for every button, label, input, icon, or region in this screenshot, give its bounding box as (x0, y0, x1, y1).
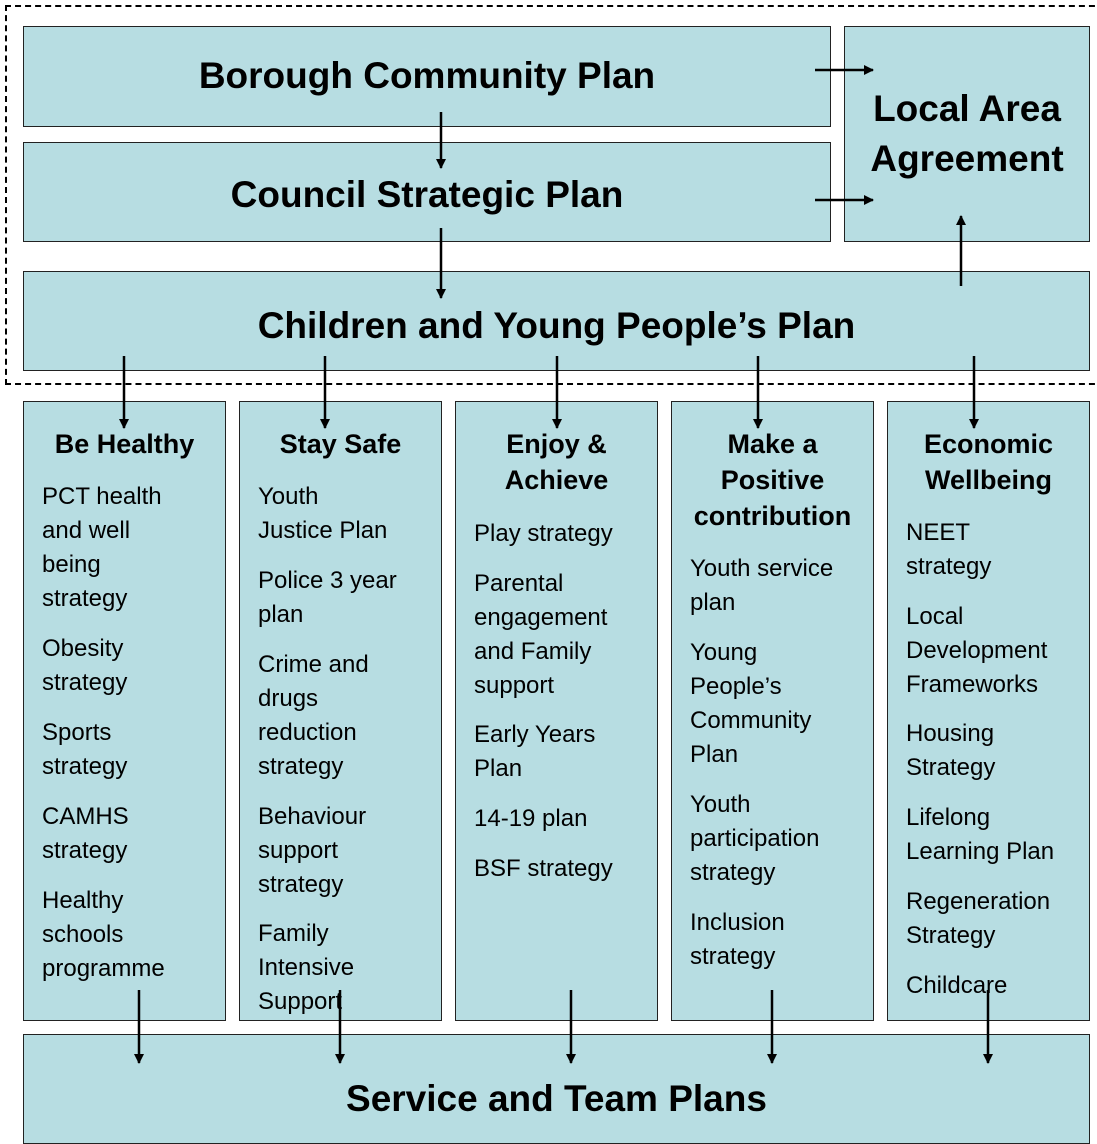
column-item: Healthy schools programme (42, 887, 165, 982)
column-item: Inclusion strategy (690, 909, 785, 970)
column-item: Youth participation strategy (690, 791, 820, 886)
borough-community-plan-label: Borough Community Plan (198, 55, 656, 96)
column-item: Lifelong Learning Plan (906, 804, 1055, 865)
column-positive-contribution: Make a Positive contribution Youth servi… (671, 401, 874, 1021)
council-strategic-plan-box: Council Strategic Plan (23, 142, 831, 242)
column-title: Enjoy & Achieve (504, 429, 609, 495)
column-item: Family Intensive Support (258, 920, 355, 1015)
column-enjoy-achieve: Enjoy & Achieve Play strategy Parental e… (455, 401, 658, 1021)
column-item: Sports strategy (42, 719, 128, 780)
column-item: PCT health and well being strategy (42, 483, 162, 612)
column-item: Youth service plan (690, 555, 834, 616)
column-item: Police 3 year plan (258, 567, 397, 628)
column-item: Regeneration Strategy (906, 888, 1051, 949)
service-team-plans-label: Service and Team Plans (346, 1078, 767, 1119)
column-item: 14-19 plan (474, 805, 588, 832)
column-item: Parental engagement and Family support (474, 570, 608, 699)
column-item: Crime and drugs reduction strategy (258, 651, 369, 780)
column-item: Young People’s Community Plan (690, 639, 812, 768)
column-item: BSF strategy (474, 855, 613, 882)
partnership-boundary (5, 5, 1097, 385)
column-title: Make a Positive contribution (693, 429, 852, 531)
column-item: Housing Strategy (906, 720, 996, 781)
column-economic-wellbeing: Economic Wellbeing NEET strategy Local D… (887, 401, 1090, 1021)
borough-community-plan-box: Borough Community Plan (23, 26, 831, 127)
column-title: Economic Wellbeing (923, 429, 1054, 495)
column-item: Youth Justice Plan (258, 483, 388, 544)
column-item: Early Years Plan (474, 721, 596, 782)
service-team-plans-box: Service and Team Plans (23, 1034, 1090, 1144)
council-strategic-plan-label: Council Strategic Plan (230, 174, 624, 215)
local-area-agreement-box: Local Area Agreement (844, 26, 1090, 242)
column-item: CAMHS strategy (42, 803, 129, 864)
column-item: Childcare (906, 972, 1008, 999)
column-item: NEET strategy (906, 519, 992, 580)
local-area-agreement-label: Local Area Agreement (870, 88, 1064, 179)
column-item: Local Development Frameworks (906, 603, 1048, 698)
children-young-peoples-plan-box: Children and Young People’s Plan (23, 271, 1090, 371)
column-stay-safe: Stay Safe Youth Justice Plan Police 3 ye… (239, 401, 442, 1021)
column-item: Behaviour support strategy (258, 803, 367, 898)
column-be-healthy: Be Healthy PCT health and well being str… (23, 401, 226, 1021)
column-item: Obesity strategy (42, 635, 128, 696)
column-item: Play strategy (474, 520, 613, 547)
column-title: Be Healthy (54, 429, 195, 459)
children-young-peoples-plan-label: Children and Young People’s Plan (257, 305, 856, 346)
column-title: Stay Safe (279, 429, 402, 459)
